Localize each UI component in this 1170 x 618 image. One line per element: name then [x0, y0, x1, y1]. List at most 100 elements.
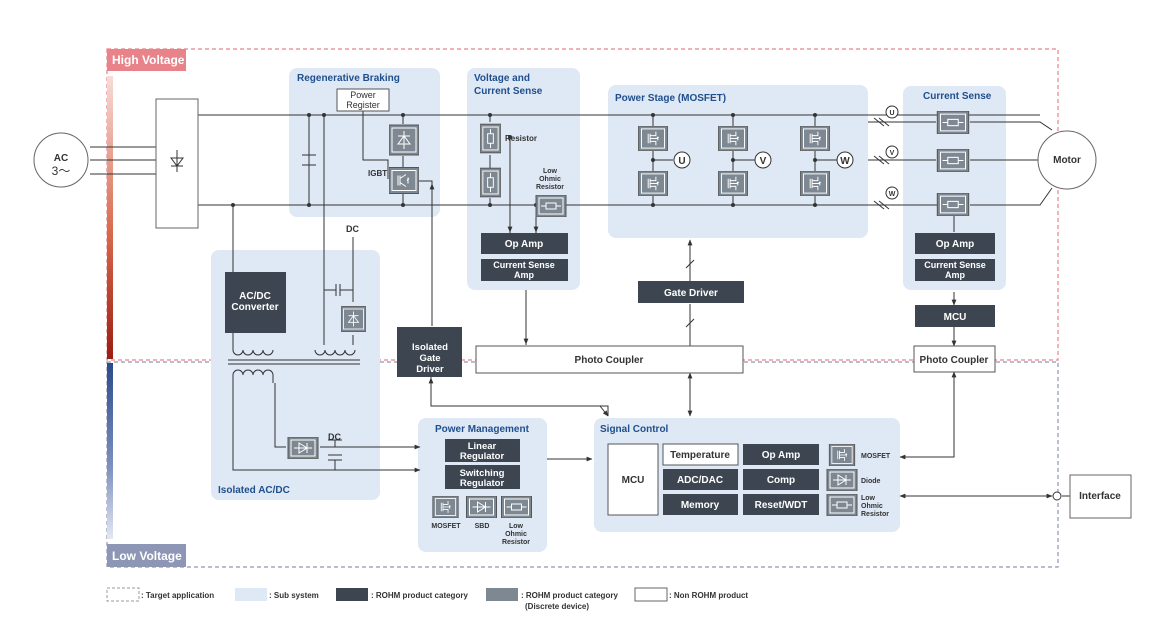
csa-vcs-l1: Current Sense [493, 260, 555, 270]
photo-coupler-main-label: Photo Coupler [575, 355, 644, 366]
low-ohmic-resistor-icon [535, 195, 567, 217]
mosfet-v-low-icon [718, 171, 748, 196]
pm-lor-l3: Resistor [502, 539, 530, 546]
sc-mosfet-icon [828, 444, 856, 466]
resistor-top-icon [480, 123, 501, 154]
motor-label: Motor [1053, 155, 1081, 166]
legend-rohm-discrete-l1: : ROHM product category [521, 591, 618, 600]
mosfet-u-high-icon [638, 126, 668, 151]
power-mgmt-title: Power Management [435, 424, 530, 435]
acdc-l1: AC/DC [239, 291, 271, 302]
motor: Motor [1037, 130, 1097, 190]
adc-dac-block: ADC/DAC [663, 469, 738, 490]
csa-cs-l2: Amp [945, 270, 966, 280]
ac-source-label-2: 3～ [52, 164, 71, 178]
phase-v-stage: V [760, 156, 767, 167]
cs-resistor-v-icon [936, 149, 970, 172]
phase-v-line: V [890, 150, 895, 157]
low-ohmic-l2: Ohmic [539, 176, 561, 183]
mcu-cs-label: MCU [944, 312, 967, 323]
legend-target: : Target application [141, 591, 214, 600]
op-amp-vcs-label: Op Amp [505, 239, 544, 250]
pm-resistor-icon [501, 496, 532, 518]
phase-w-line: W [889, 191, 896, 198]
pm-lor-l2: Ohmic [505, 531, 527, 538]
sc-diode-icon [826, 469, 858, 491]
current-sense-amp-vcs-block: Current Sense Amp [481, 259, 568, 281]
op-amp-cs-block: Op Amp [915, 233, 995, 254]
photo-coupler-cs: Photo Coupler [913, 345, 996, 373]
phase-u-stage: U [678, 156, 685, 167]
acdc-converter-block: AC/DC Converter [225, 272, 286, 333]
acdc-diode-icon [341, 305, 366, 333]
mcu-main-label: MCU [622, 475, 645, 486]
pm-mosfet-label: MOSFET [431, 523, 461, 530]
phase-w-stage: W [840, 156, 850, 167]
iso-gate-l1: Isolated [412, 342, 448, 353]
adc-dac-label: ADC/DAC [677, 475, 723, 486]
mcu-cs-block: MCU [915, 305, 995, 327]
signal-control-title: Signal Control [600, 424, 669, 435]
resistor-bottom-icon [480, 167, 501, 198]
mosfet-v-high-icon [718, 126, 748, 151]
switching-l1: Switching [460, 468, 505, 479]
power-register-l1: Power [350, 90, 376, 100]
junction-dots [231, 113, 817, 207]
power-stage-panel [608, 85, 868, 238]
low-voltage-zone: Low Voltage [106, 361, 1059, 568]
op-amp-cs-label: Op Amp [936, 239, 975, 250]
temperature-block: Temperature [662, 443, 739, 466]
sc-lor-l3: Resistor [861, 511, 889, 518]
cs-resistor-w-icon [936, 193, 970, 216]
current-sense-amp-cs-block: Current Sense Amp [915, 259, 995, 281]
vcs-title-line1: Voltage and [474, 73, 530, 84]
resistor-label: Resistor [505, 134, 537, 143]
low-voltage-label: Low Voltage [112, 549, 182, 563]
sc-mosfet-label: MOSFET [861, 453, 891, 460]
power-stage-title: Power Stage (MOSFET) [615, 93, 726, 104]
iso-gate-l3: Driver [416, 364, 444, 375]
legend-rohm-discrete-l2: (Discrete device) [525, 602, 589, 611]
interface: Interface [1069, 474, 1132, 519]
regen-diode-icon [389, 124, 419, 156]
comp-block: Comp [743, 469, 819, 490]
regen-title: Regenerative Braking [297, 73, 400, 84]
dc-top-label: DC [346, 224, 359, 234]
gate-driver-label: Gate Driver [664, 288, 718, 299]
low-ohmic-l1: Low [543, 168, 558, 175]
acdc-l2: Converter [231, 302, 278, 313]
isolated-gate-driver-block: Isolated Gate Driver [397, 327, 462, 377]
reset-wdt-label: Reset/WDT [755, 500, 808, 511]
igbt-icon [389, 167, 419, 194]
csa-vcs-l2: Amp [514, 270, 535, 280]
op-amp-sc-block: Op Amp [743, 444, 819, 465]
phase-u-line: U [889, 110, 894, 117]
sc-lor-l1: Low [861, 495, 876, 502]
mosfet-u-low-icon [638, 171, 668, 196]
mosfet-w-high-icon [800, 126, 830, 151]
pm-sbd-icon [466, 496, 497, 518]
isolated-acdc-title: Isolated AC/DC [218, 485, 290, 496]
interface-label: Interface [1079, 491, 1121, 502]
power-register-block: Power Register [336, 88, 390, 112]
switching-l2: Regulator [460, 478, 505, 489]
isolated-diode-icon [287, 437, 319, 459]
pm-lor-l1: Low [509, 523, 524, 530]
gate-driver-block: Gate Driver [638, 281, 744, 303]
pm-mosfet-icon [432, 496, 459, 518]
sc-resistor-icon [826, 494, 858, 516]
linear-l2: Regulator [460, 451, 505, 462]
high-voltage-label: High Voltage [112, 53, 185, 67]
ac-source: AC 3～ [33, 132, 89, 188]
switching-regulator-block: Switching Regulator [445, 465, 520, 489]
mcu-main-block: MCU [607, 443, 659, 516]
temperature-label: Temperature [670, 450, 730, 461]
photo-coupler-main: Photo Coupler [475, 345, 744, 374]
rectifier [155, 98, 199, 229]
linear-l1: Linear [468, 441, 497, 452]
op-amp-sc-label: Op Amp [762, 450, 801, 461]
iso-gate-l2: Gate [419, 353, 440, 364]
legend: : Target application : Sub system : ROHM… [106, 587, 748, 611]
csa-cs-l1: Current Sense [924, 260, 986, 270]
